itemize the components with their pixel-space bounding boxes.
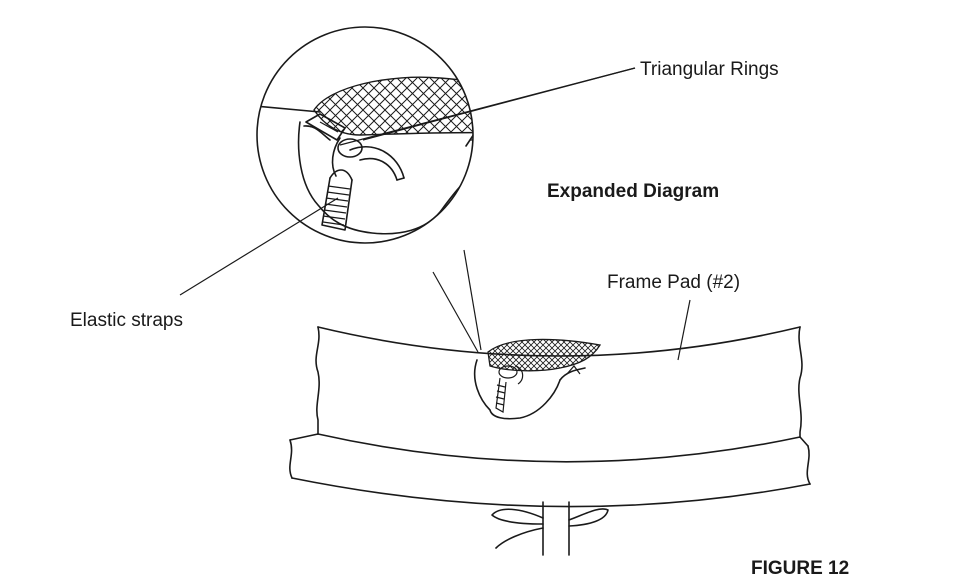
figure-caption: FIGURE 12 — [751, 558, 850, 579]
leader-triangular-rings-b — [362, 67, 636, 141]
zoom-connector-left — [432, 271, 479, 353]
frame-pole — [491, 501, 609, 556]
leader-frame-pad — [677, 299, 691, 361]
elastic-straps-label: Elastic straps — [70, 310, 183, 331]
zoom-connector-right — [463, 249, 482, 351]
pad-cutaway — [473, 338, 602, 420]
expanded-view-circle — [256, 26, 474, 244]
expanded-diagram-label: Expanded Diagram — [547, 181, 720, 202]
triangular-rings-label: Triangular Rings — [640, 59, 779, 80]
leader-elastic-straps — [179, 197, 339, 296]
frame-pad-label: Frame Pad (#2) — [607, 272, 741, 293]
